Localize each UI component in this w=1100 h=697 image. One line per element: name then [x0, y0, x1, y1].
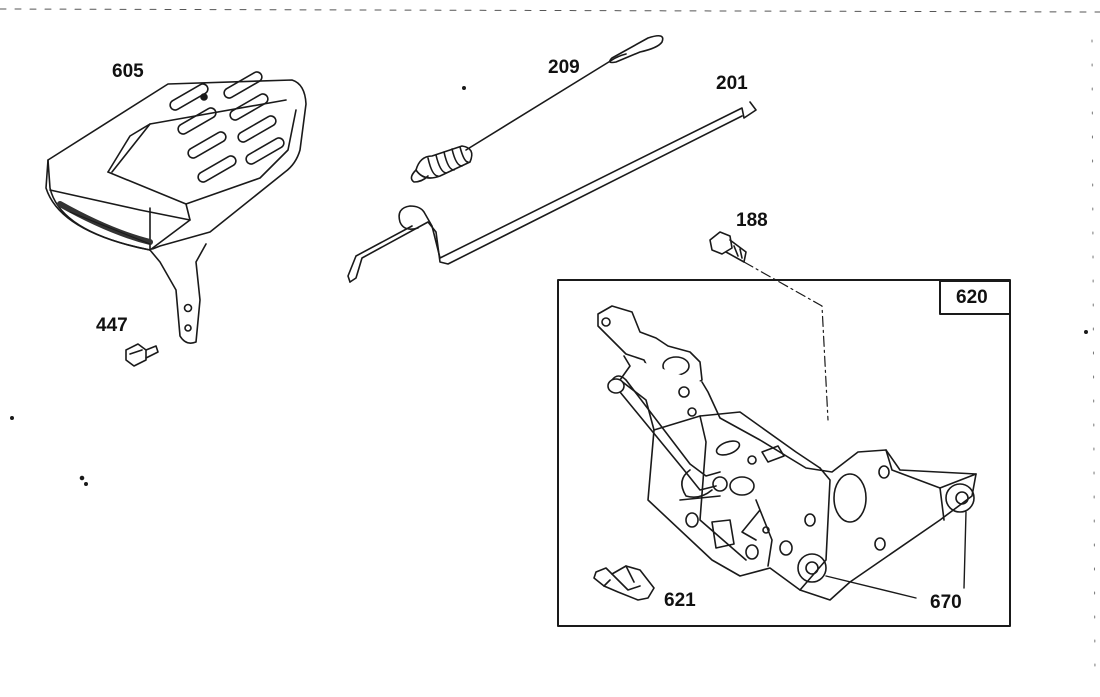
scan-speck: [79, 475, 85, 481]
screw-188: [709, 231, 829, 421]
screw-447: [125, 343, 159, 367]
scan-speck: [1084, 329, 1089, 334]
control-bracket: [597, 305, 977, 601]
kit-620-tag-box: [939, 280, 1011, 315]
label-620: 620: [956, 287, 988, 308]
scan-speck: [10, 415, 15, 420]
label-605: 605: [112, 61, 144, 82]
kit-620-box: [557, 279, 1011, 627]
scan-speck: [84, 481, 89, 486]
label-188: 188: [736, 210, 768, 231]
scan-edge-top: [0, 8, 1100, 13]
link-rod-201: [347, 101, 757, 283]
spring-209: [410, 34, 664, 183]
leader-670-left: [825, 575, 917, 599]
label-201: 201: [716, 73, 748, 94]
scan-edge-right: [1091, 39, 1096, 681]
label-209: 209: [548, 57, 580, 78]
label-621: 621: [664, 590, 696, 611]
label-447: 447: [96, 315, 128, 336]
control-cover-605: [45, 71, 307, 344]
label-670: 670: [930, 592, 962, 613]
leader-670-right: [963, 511, 967, 589]
clip-621: [593, 565, 655, 601]
scan-speck: [461, 86, 466, 91]
